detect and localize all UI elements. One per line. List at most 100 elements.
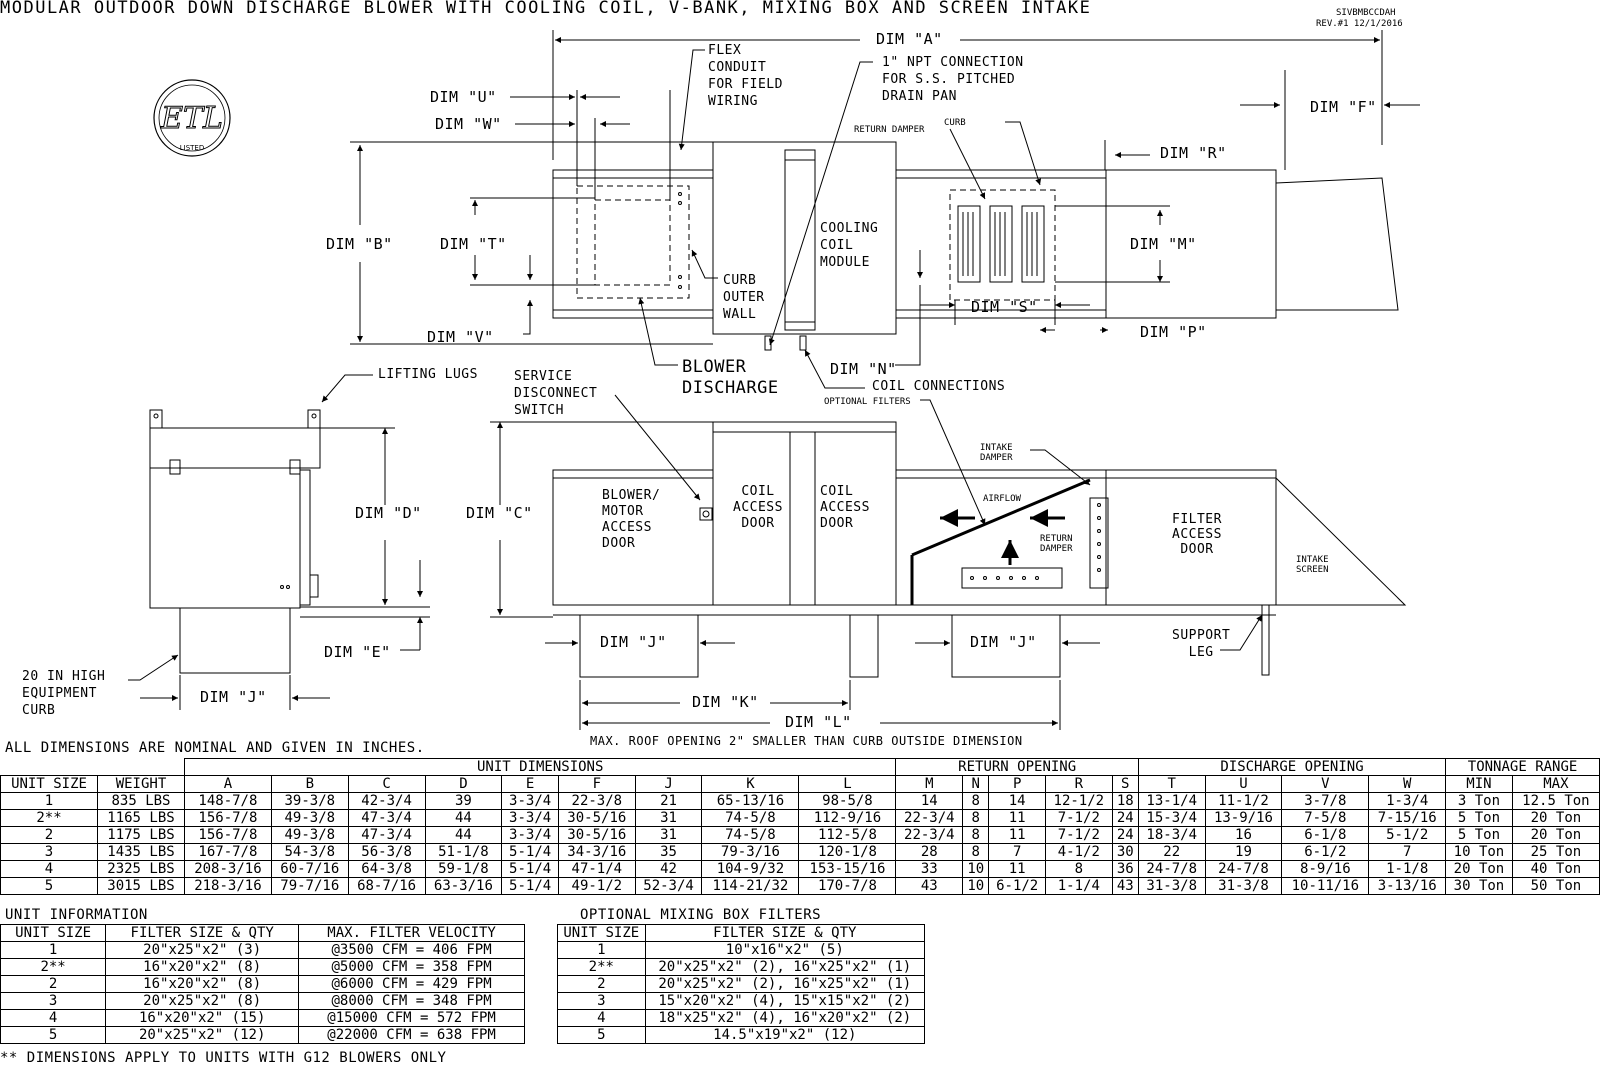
table-cell: 8 [962,843,990,861]
blower-motor-access-door-label: BLOWER/ MOTOR ACCESS DOOR [602,488,661,551]
end-view [128,374,430,710]
group-header-unit-dimensions: UNIT DIMENSIONS [183,758,897,776]
dim-v-label: DIM "V" [427,328,494,346]
table-cell: 22-3/4 [895,826,964,844]
unit-information-caption: UNIT INFORMATION [5,907,148,923]
table-cell: 3 [0,843,99,861]
mixing-box-caption: OPTIONAL MIXING BOX FILTERS [580,907,822,923]
column-header: UNIT SIZE [0,775,99,793]
table-cell: 30-5/16 [557,809,636,827]
table-cell: 2** [0,809,99,827]
table-cell: 16"x20"x2" (15) [105,1009,300,1027]
table-cell: 19 [1204,843,1283,861]
table-cell: 3-13/16 [1368,877,1447,895]
table-cell: 5-1/4 [501,860,559,878]
group-header-tonnage-range: TONNAGE RANGE [1445,758,1600,776]
side-view [490,394,1407,730]
dim-e-label: DIM "E" [324,643,391,661]
table-cell: 25 Ton [1511,843,1600,861]
dim-a-label: DIM "A" [876,30,943,48]
column-header: FILTER SIZE & QTY [644,924,926,942]
table-row: 2**20"x25"x2" (2), 16"x25"x2" (1) [557,958,926,976]
dim-l-label: DIM "L" [785,713,852,731]
table-cell: 104-9/32 [701,860,800,878]
intake-damper-note: INTAKE DAMPER [980,443,1013,463]
table-cell: 18 [1111,792,1139,810]
dim-d-label: DIM "D" [355,504,422,522]
return-damper-top-note: RETURN DAMPER [854,125,925,135]
blower-discharge-note: BLOWER DISCHARGE [682,357,779,398]
service-disconnect-note: SERVICE DISCONNECT SWITCH [514,369,598,418]
drawing-title: MODULAR OUTDOOR DOWN DISCHARGE BLOWER WI… [0,0,1092,18]
table-cell: 15-3/4 [1137,809,1206,827]
dim-j-end-label: DIM "J" [200,688,267,706]
column-header: P [988,775,1046,793]
table-cell: 39 [424,792,503,810]
table-cell: 47-3/4 [347,826,426,844]
support-leg-note: SUPPORT LEG [1172,628,1231,660]
table-cell: 3 [0,992,107,1010]
table-cell: 7 [1368,843,1447,861]
dim-n-label: DIM "N" [830,360,897,378]
column-header: J [634,775,703,793]
curb-top-note: CURB [944,118,966,128]
table-cell: 22-3/4 [895,809,964,827]
table-cell: 63-3/16 [424,877,503,895]
dim-j-side-2-label: DIM "J" [970,633,1037,651]
etl-logo-text: ETL [160,101,223,136]
table-cell: 10 [962,860,990,878]
table-cell: 5 Ton [1445,809,1513,827]
table-cell: 148-7/8 [183,792,272,810]
table-cell: 8-9/16 [1281,860,1370,878]
table-cell: 8 [1044,860,1113,878]
table-cell: 5 [557,1026,646,1044]
lifting-lugs-note: LIFTING LUGS [378,367,478,382]
column-header: UNIT SIZE [0,924,107,942]
table-cell: 2 [557,975,646,993]
table-cell: 31 [634,826,703,844]
table-cell: 10"x16"x2" (5) [644,941,926,959]
table-cell: 79-7/16 [270,877,349,895]
table-row: 2**16"x20"x2" (8)@5000 CFM = 358 FPM [0,958,525,976]
table-cell: 74-5/8 [701,809,800,827]
table-cell: 15"x20"x2" (4), 15"x15"x2" (2) [644,992,926,1010]
table-cell: 5-1/2 [1368,826,1447,844]
column-header: V [1281,775,1370,793]
table-cell: 12.5 Ton [1511,792,1600,810]
table-corner [0,758,185,776]
table-cell: 49-1/2 [557,877,636,895]
table-cell: 18"x25"x2" (4), 16"x20"x2" (2) [644,1009,926,1027]
table-cell: 8 [962,826,990,844]
table-cell: 7-1/2 [1044,809,1113,827]
column-header: N [962,775,990,793]
table-cell: 20"x25"x2" (2), 16"x25"x2" (1) [644,958,926,976]
table-cell: 30 [1111,843,1139,861]
table-cell: 31 [634,809,703,827]
table-cell: 1-1/4 [1044,877,1113,895]
table-cell: 24-7/8 [1204,860,1283,878]
dim-j-side-1-label: DIM "J" [600,633,667,651]
table-cell: 114-21/32 [701,877,800,895]
table-cell: @8000 CFM = 348 FPM [298,992,525,1010]
table-cell: 22-3/8 [557,792,636,810]
table-cell: 1-3/4 [1368,792,1447,810]
coil-connections-note: COIL CONNECTIONS [872,379,1006,394]
table-cell: 43 [895,877,964,895]
table-cell: 10-11/16 [1281,877,1370,895]
table-cell: 112-9/16 [798,809,897,827]
table-cell: 3-7/8 [1281,792,1370,810]
table-cell: 22 [1137,843,1206,861]
curb-outer-wall-note: CURB OUTER WALL [723,273,765,322]
table-cell: 24 [1111,826,1139,844]
column-header: T [1137,775,1206,793]
revision-date: REV.#1 12/1/2016 [1316,19,1403,29]
table-cell: 5 Ton [1445,826,1513,844]
table-cell: 10 Ton [1445,843,1513,861]
column-header: R [1044,775,1113,793]
